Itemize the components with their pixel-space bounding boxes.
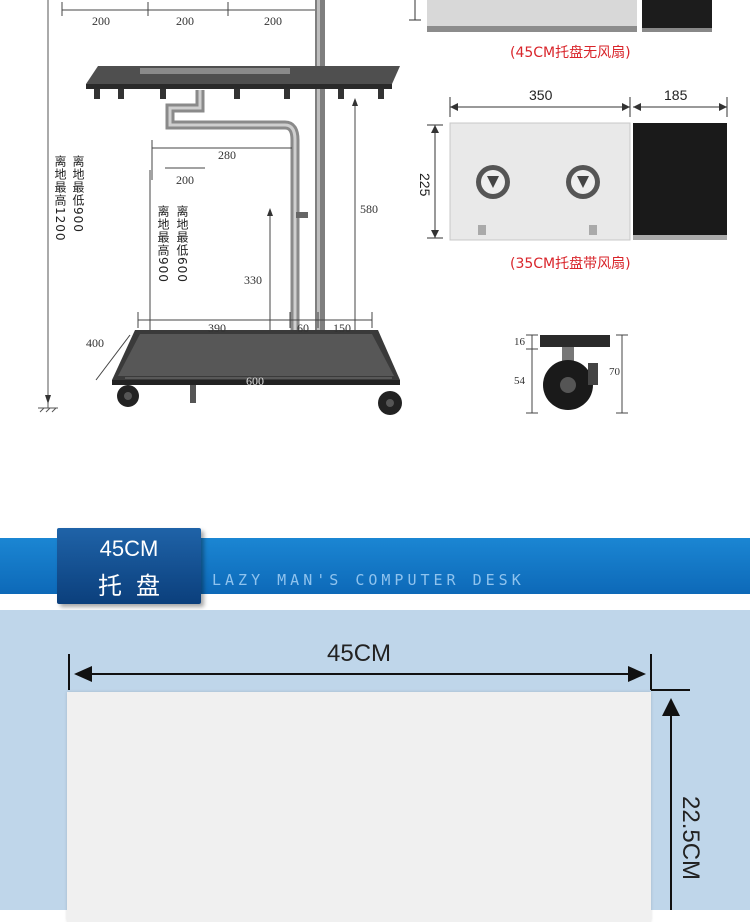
tray-45-dimension-lines xyxy=(68,654,690,910)
dim-600: 600 xyxy=(246,374,264,388)
tray-45-thumbnail: (45CM托盘无风扇) xyxy=(405,0,750,70)
section-tagline: LAZY MAN'S COMPUTER DESK xyxy=(212,571,525,589)
desk-dimension-diagram: 200 200 200 280 200 580 330 390 60 150 4… xyxy=(0,0,420,420)
caster-drawing xyxy=(526,334,628,414)
caster-dim-70: 70 xyxy=(609,366,620,378)
label-min-600: 离地最低600 xyxy=(175,205,189,283)
tray-45-plate xyxy=(67,692,651,922)
section-badge: 45CM 托盘 xyxy=(57,528,201,604)
tray-35-drawing xyxy=(427,97,728,241)
tray-45-caption: (45CM托盘无风扇) xyxy=(510,45,631,61)
badge-title-text: 托盘 xyxy=(98,572,174,600)
tray-35-caption: (35CM托盘带风扇) xyxy=(510,256,631,272)
top-dim-2: 200 xyxy=(176,14,194,28)
dim-580: 580 xyxy=(360,202,378,216)
tray-35-pad-width: 185 xyxy=(664,87,688,103)
label-max-900: 离地最高900 xyxy=(156,205,170,283)
tray-45-width-label: 45CM xyxy=(327,640,392,667)
top-dim-1: 200 xyxy=(92,14,110,28)
badge-size-text: 45CM xyxy=(99,536,159,561)
caster-detail: 16 54 70 xyxy=(510,325,640,420)
dim-400: 400 xyxy=(86,336,104,350)
tray-45-drawing xyxy=(409,0,712,32)
label-max-1200: 离地最高1200 xyxy=(53,155,67,242)
bottom-dim-60: 60 xyxy=(297,321,309,335)
label-min-900: 离地最低900 xyxy=(71,155,85,233)
dim-330: 330 xyxy=(244,273,262,287)
bottom-dim-150: 150 xyxy=(333,321,351,335)
tray-35-width: 350 xyxy=(529,87,553,103)
tray-35-figure: 350 185 225 (35CM托盘带风扇) xyxy=(405,85,750,275)
dim-280: 280 xyxy=(218,148,236,162)
tray-45-height-label: 22.5CM xyxy=(677,796,704,881)
caster-dim-54: 54 xyxy=(514,375,525,387)
desk-drawing xyxy=(38,0,402,415)
tray-35-height: 225 xyxy=(417,173,433,197)
caster-dim-16: 16 xyxy=(514,336,525,348)
top-dim-3: 200 xyxy=(264,14,282,28)
dim-200: 200 xyxy=(176,173,194,187)
bottom-dim-390: 390 xyxy=(208,321,226,335)
